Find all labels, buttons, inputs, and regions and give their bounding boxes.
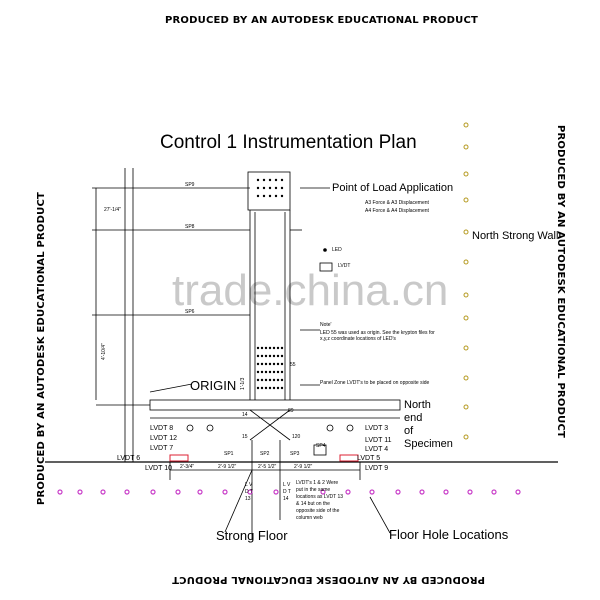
north-end-4: Specimen: [404, 438, 453, 450]
dim-1: 27'-1/4": [104, 207, 121, 213]
a3-label: A3 Force & A3 Displacement: [365, 200, 429, 206]
note-body: LED 55 was used as origin. See the krypt…: [320, 330, 435, 342]
stamp-top: PRODUCED BY AN AUTODESK EDUCATIONAL PROD…: [165, 15, 478, 26]
load-application-box: [247, 171, 291, 211]
dim-5: 2'-5 1/2": [258, 464, 277, 470]
sp2-label: SP2: [260, 451, 270, 457]
lvdt-8: LVDT 8: [150, 425, 174, 432]
lvdt-14-vertical: L V D T 14: [283, 482, 291, 502]
beam: [149, 399, 401, 411]
north-end-3: of: [404, 425, 414, 437]
strong-floor-label: Strong Floor: [216, 528, 288, 543]
lvdt-3: LVDT 3: [365, 425, 389, 432]
point-120: 120: [292, 434, 301, 440]
sp4-label: SP4: [316, 443, 326, 449]
sp1-label: SP1: [224, 451, 234, 457]
dim-6: 2'-9 1/2": [294, 464, 313, 470]
note-title: Note': [320, 322, 332, 328]
floor-holes-label: Floor Hole Locations: [389, 527, 509, 542]
lvdt-9: LVDT 9: [365, 465, 389, 472]
point-14: 14: [242, 412, 248, 418]
dim-2: 4'-10/4": [101, 343, 107, 360]
dim-3: 2'-3/4": [180, 464, 195, 470]
sp8-label: SP8: [185, 224, 195, 230]
lvdt-4: LVDT 4: [365, 446, 389, 453]
lvdt-11: LVDT 11: [365, 437, 392, 444]
dim-7: 1'-1/3: [240, 377, 246, 390]
lvdt-5: LVDT 5: [357, 455, 381, 462]
lvdt-10: LVDT 10: [145, 465, 172, 472]
sp9-label: SP9: [185, 182, 195, 188]
site-watermark: trade.china.cn: [172, 266, 449, 315]
lvdt-6: LVDT 6: [117, 455, 141, 462]
point-of-load-label: Point of Load Application: [332, 182, 454, 194]
lvdt-7: LVDT 7: [150, 445, 174, 452]
lvdt-legend: LVDT: [338, 263, 351, 269]
lvdt-12: LVDT 12: [150, 435, 177, 442]
sp3-label: SP3: [290, 451, 300, 457]
panel-zone-label: Panel Zone LVDT's to be placed on opposi…: [320, 380, 430, 386]
dim-4: 2'-9 1/2": [218, 464, 237, 470]
a4-label: A4 Force & A4 Displacement: [365, 208, 429, 214]
sp6-label: SP6: [185, 309, 195, 315]
origin-label: ORIGIN: [190, 378, 237, 393]
led-legend: LED: [332, 247, 342, 253]
lvdt-13-vertical: L V D T 13: [245, 482, 253, 502]
point-15: 15: [242, 434, 248, 440]
north-end-2: end: [404, 412, 423, 424]
point-55: 55: [290, 362, 296, 368]
lvdt-note: LVDT's 1 & 2 Were put in the same locati…: [296, 480, 344, 521]
point-89: 89: [288, 408, 294, 414]
north-end-1: North: [404, 399, 431, 411]
north-wall-label: North Strong Wall: [472, 230, 559, 242]
drawing-title: Control 1 Instrumentation Plan: [160, 132, 417, 153]
